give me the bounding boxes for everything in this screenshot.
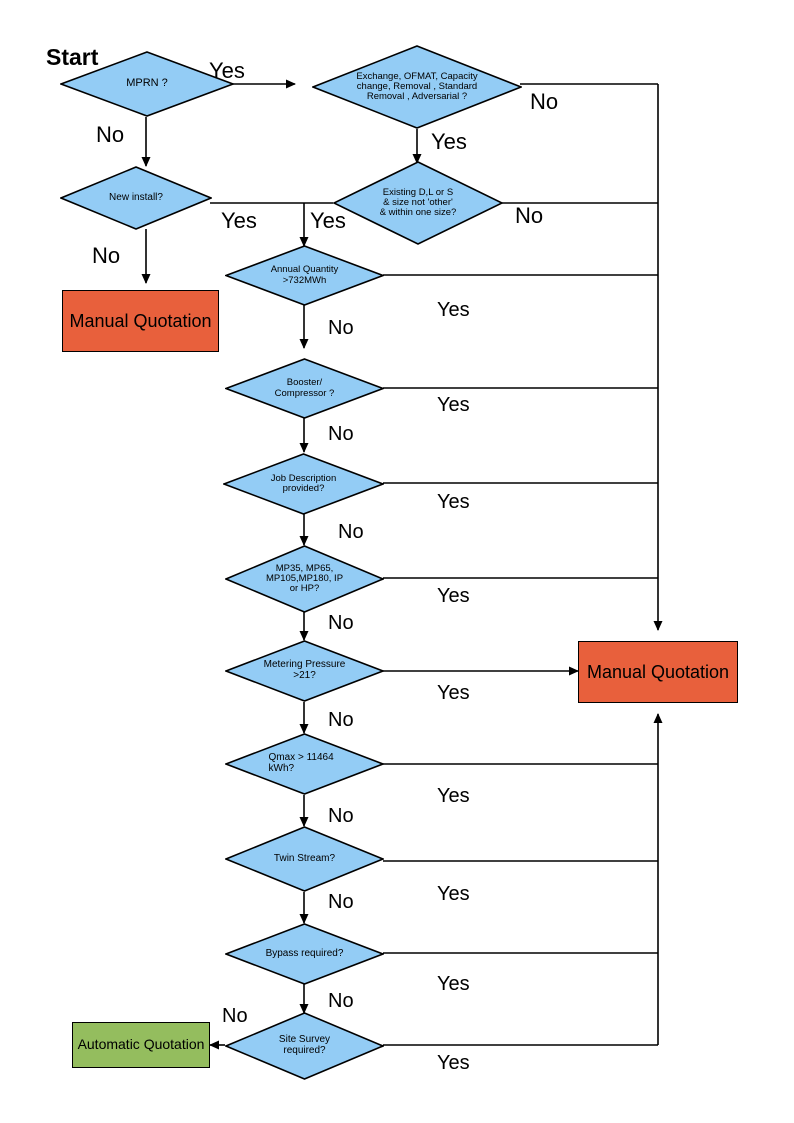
edge-label-booster-yes: Yes <box>437 394 470 416</box>
decision-mprn-label: MPRN ? <box>126 77 168 90</box>
edge-label-qmax-no: No <box>328 805 354 827</box>
decision-qmax[interactable]: Qmax > 11464 kWh? <box>225 733 384 795</box>
decision-metering-pressure-label: Metering Pressure >21? <box>263 659 346 681</box>
terminal-manual-quotation-left[interactable]: Manual Quotation <box>62 290 219 352</box>
edge-label-exchange-yes: Yes <box>431 129 467 154</box>
edge-label-booster-no: No <box>328 423 354 445</box>
edge-label-newinstall-no: No <box>92 243 121 268</box>
decision-exchange-label: Exchange, OFMAT, Capacity change, Remova… <box>356 70 478 103</box>
decision-booster-label: Booster/ Compressor ? <box>274 377 335 399</box>
edge-label-twin-no: No <box>328 891 354 913</box>
edge-label-qmax-yes: Yes <box>437 785 470 807</box>
decision-twin-stream[interactable]: Twin Stream? <box>225 826 384 892</box>
edge-label-mpclass-yes: Yes <box>437 585 470 607</box>
edge-label-annual-no: No <box>328 317 354 339</box>
decision-new-install-label: New install? <box>109 191 163 203</box>
edge-label-sitesurvey-no-auto: No <box>222 1005 248 1027</box>
terminal-automatic-quotation[interactable]: Automatic Quotation <box>72 1022 210 1068</box>
decision-twin-stream-label: Twin Stream? <box>273 852 336 864</box>
decision-existing-label: Existing D,L or S & size not 'other' & w… <box>379 186 457 219</box>
decision-exchange[interactable]: Exchange, OFMAT, Capacity change, Remova… <box>312 45 522 129</box>
decision-mprn[interactable]: MPRN ? <box>60 51 234 117</box>
edge-label-existing-yes: Yes <box>310 208 346 233</box>
decision-qmax-label: Qmax > 11464 kWh? <box>268 752 334 774</box>
decision-metering-pressure[interactable]: Metering Pressure >21? <box>225 640 384 702</box>
edge-label-mpclass-no: No <box>328 612 354 634</box>
edge-label-jobdesc-no: No <box>338 521 364 543</box>
decision-bypass-label: Bypass required? <box>265 947 344 959</box>
start-label: Start <box>46 44 99 70</box>
edge-label-metering-yes: Yes <box>437 682 470 704</box>
edge-label-exchange-no: No <box>530 89 559 114</box>
edge-label-sitesurvey-yes: Yes <box>437 1052 470 1074</box>
edge-label-bypass-yes: Yes <box>437 973 470 995</box>
decision-existing[interactable]: Existing D,L or S & size not 'other' & w… <box>333 161 503 245</box>
decision-annual-quantity[interactable]: Annual Quantity >732MWh <box>225 245 384 306</box>
edge-label-twin-yes: Yes <box>437 883 470 905</box>
decision-job-description-label: Job Description provided? <box>270 472 337 494</box>
edge-label-mprn-no: No <box>96 122 125 147</box>
edge-label-existing-no: No <box>515 203 544 228</box>
decision-site-survey[interactable]: Site Survey required? <box>225 1012 384 1080</box>
decision-mp-class-label: MP35, MP65, MP105,MP180, IP or HP? <box>265 562 344 595</box>
edge-label-jobdesc-yes: Yes <box>437 491 470 513</box>
decision-bypass[interactable]: Bypass required? <box>225 923 384 985</box>
decision-new-install[interactable]: New install? <box>60 166 212 230</box>
decision-booster[interactable]: Booster/ Compressor ? <box>225 358 384 419</box>
edge-label-newinstall-yes: Yes <box>221 208 257 233</box>
edge-label-metering-no: No <box>328 709 354 731</box>
decision-job-description[interactable]: Job Description provided? <box>223 453 384 515</box>
decision-mp-class[interactable]: MP35, MP65, MP105,MP180, IP or HP? <box>225 545 384 613</box>
decision-annual-quantity-label: Annual Quantity >732MWh <box>270 264 339 286</box>
terminal-manual-quotation-right[interactable]: Manual Quotation <box>578 641 738 703</box>
edge-label-annual-yes: Yes <box>437 299 470 321</box>
edge-label-bypass-no: No <box>328 990 354 1012</box>
decision-site-survey-label: Site Survey required? <box>278 1034 331 1056</box>
